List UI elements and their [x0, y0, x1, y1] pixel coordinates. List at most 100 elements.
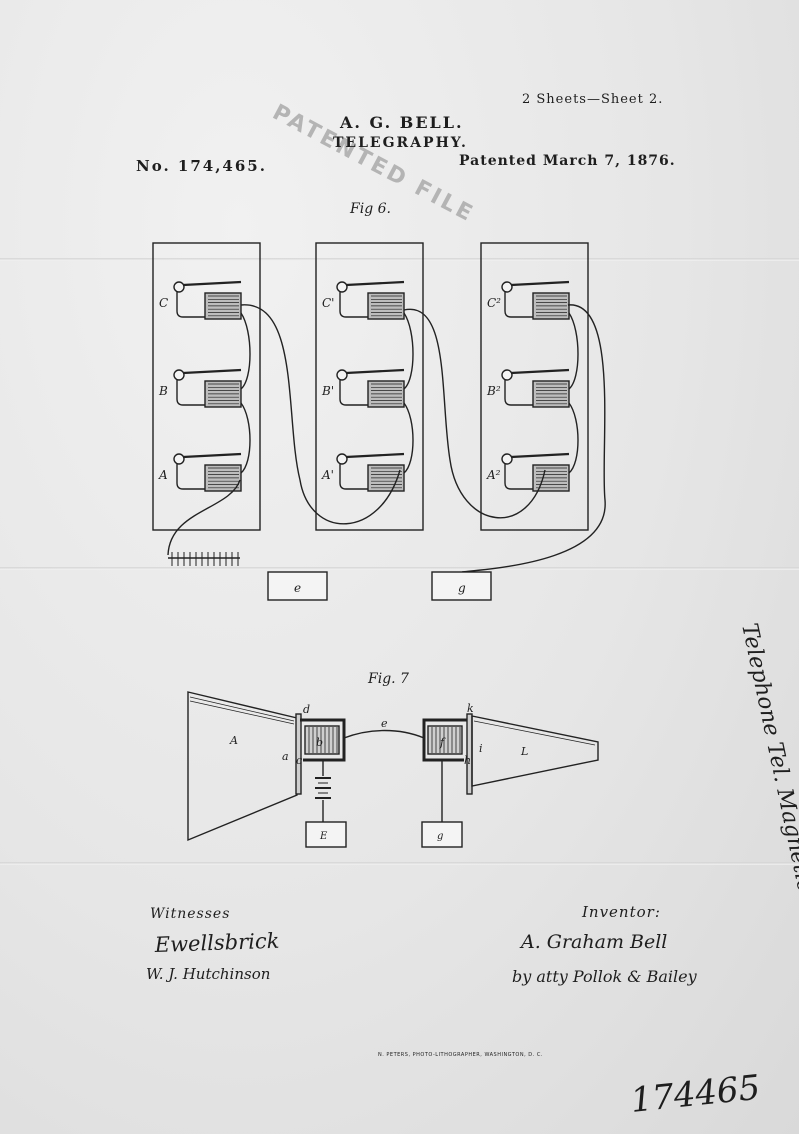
fig6-relay-label: C' [322, 296, 334, 310]
attorney-signature: by atty Pollok & Bailey [512, 967, 698, 986]
fig6-relay-arm [504, 287, 533, 318]
fig7-right-coil [427, 725, 463, 755]
fig7-circuit [187, 691, 599, 848]
fold-line-middle [0, 567, 799, 570]
fig6-relay-lever [182, 280, 242, 287]
fold-line-upper [0, 258, 799, 261]
fig7-letter-f: f [439, 736, 446, 749]
patent-title: TELEGRAPHY. [333, 135, 468, 151]
fig6-relay-pivot [173, 281, 185, 293]
fig6-relay-lever [510, 452, 570, 459]
fig6-relay-lever [182, 368, 242, 375]
fig6-relay-pivot [336, 281, 348, 293]
fig6-inner-wire [240, 312, 251, 390]
fig6-inner-wire [568, 402, 579, 474]
fig6-relay-arm [339, 375, 368, 406]
fig6-relay-pivot [173, 369, 185, 381]
fig7-box-E [305, 821, 347, 848]
witnesses-label: Witnesses [150, 906, 231, 922]
fig6-relay-pivot [336, 453, 348, 465]
fig6-relay-pivot [501, 453, 513, 465]
fig6-box-e [267, 571, 328, 601]
fig7-right-magnet-frame [422, 718, 467, 762]
witness-1-signature: Ewellsbrick [153, 929, 279, 957]
fig6-relay-lever [345, 368, 405, 375]
fig6-relay-arm [176, 287, 205, 318]
handwritten-patent-number: 174465 [629, 1068, 762, 1121]
fig7-letter-a: a [282, 750, 289, 763]
fig6-box-g-label: g [458, 581, 466, 595]
fig7-box-g [421, 821, 463, 848]
signatures: Ewellsbrick W. J. Hutchinson A. Graham B… [146, 621, 799, 1121]
witness-2-signature: W. J. Hutchinson [146, 965, 270, 983]
fig7-right-coil-windings [431, 727, 461, 753]
fig6-relay-lever [345, 280, 405, 287]
fig6-label: Fig 6. [349, 201, 391, 217]
fig6-lead-left [167, 479, 241, 556]
fig7-letter-k: k [467, 702, 474, 715]
fig7-letter-L: L [520, 745, 528, 758]
fig7-letter-A: A [229, 734, 238, 747]
fig6-panel-3 [480, 242, 589, 531]
fig6-relay-lever [510, 280, 570, 287]
fig6-relay-arm [176, 459, 205, 490]
fig6-relay-pivot [501, 281, 513, 293]
fig7-letter-b: b [316, 736, 323, 749]
fig6-inner-wire [568, 312, 579, 390]
margin-note: Telephone Tel. Magnetic [736, 621, 799, 894]
fig7-label: Fig. 7 [367, 671, 409, 687]
fig6-relay-label: B' [321, 384, 334, 398]
fig6-link-wire-2 [403, 308, 546, 519]
fig6-inner-wire [403, 312, 414, 390]
fig7-battery [315, 777, 331, 799]
fig6-relay-label: C [159, 296, 168, 310]
patent-date: Patented March 7, 1876. [459, 153, 676, 169]
fig7-letter-c: c [296, 754, 302, 767]
printer-credit: N. PETERS, PHOTO-LITHOGRAPHER, WASHINGTO… [378, 1052, 543, 1058]
fig6-relay-arm [339, 459, 368, 490]
fig6-relay-label: B [158, 384, 168, 398]
fig7-letter-e: e [381, 717, 388, 730]
fig6-panel-1 [152, 242, 261, 531]
fig7-letter-h: h [464, 754, 471, 767]
fig6-relay-arm [504, 375, 533, 406]
fig7-letter-d: d [303, 703, 310, 716]
fig6-relay-pivot [501, 369, 513, 381]
fig6-relay-pivot [173, 453, 185, 465]
fig7-left-horn-shade-2 [189, 700, 295, 725]
fig6-box-e-label: e [294, 581, 301, 595]
fig7-box-E-label: E [319, 831, 328, 842]
fig7-right-horn-shade [473, 720, 596, 746]
fig6-panel-2 [315, 242, 424, 531]
fig6-relay-label: A [158, 468, 168, 482]
fig6-relay-arm [339, 287, 368, 318]
sheet-count: 2 Sheets—Sheet 2. [522, 92, 664, 107]
fig6-relay-label: C² [487, 296, 501, 310]
patent-number: No. 174,465. [136, 157, 267, 175]
fig6-relay-arm [176, 375, 205, 406]
inventor-signature: A. Graham Bell [519, 931, 667, 953]
fig6-box-g [431, 571, 492, 601]
fig7-left-horn [187, 691, 298, 842]
fig6-relay-lever [182, 452, 242, 459]
fig7-right-horn [471, 715, 599, 787]
fig6-link-wire-3 [461, 304, 606, 573]
fig6-relay-lever [345, 452, 405, 459]
fig6-circuit: C B A C' B' A' C² B² A² e g [152, 242, 606, 601]
fig7-letter-i: i [479, 742, 483, 755]
inventor-label: Inventor: [582, 903, 661, 921]
fig7-left-diaphragm [295, 713, 302, 795]
fig7-left-horn-shade [189, 696, 295, 722]
fig6-relay-lever [510, 368, 570, 375]
fold-line-lower [0, 862, 799, 865]
fig6-relay-label: B² [486, 384, 501, 398]
fig6-link-wire-1 [240, 304, 401, 525]
inventor-name-heading: A. G. BELL. [340, 113, 464, 132]
fig6-relay-label: A' [321, 468, 334, 482]
fig6-inner-wire [403, 402, 414, 474]
fig6-relay-pivot [336, 369, 348, 381]
fig6-relay-arm [504, 459, 533, 490]
fig6-relay-label: A² [486, 468, 501, 482]
